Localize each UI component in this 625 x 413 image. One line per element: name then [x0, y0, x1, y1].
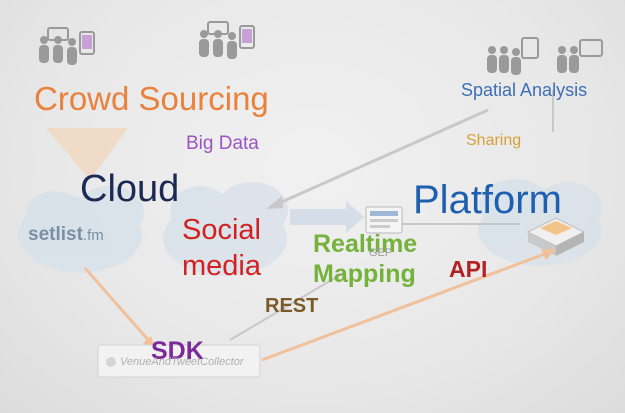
- collector-box: [97, 344, 261, 378]
- venue-tweet-collector-label: VenueAndTweetCollector: [120, 356, 244, 368]
- platform-label: Platform: [413, 178, 562, 222]
- spatial-analysis-label: Spatial Analysis: [461, 80, 588, 100]
- bigdata-people-icon: [199, 22, 254, 59]
- collector-icon: [106, 357, 116, 367]
- sharing-people-icon: [557, 39, 603, 73]
- cloud-label: Cloud: [80, 168, 180, 210]
- arrow-cloud-to-sdk: [83, 267, 155, 348]
- social-line2: media: [182, 250, 261, 282]
- arrow-sdk-to-platform: [261, 249, 556, 362]
- sharing-label: Sharing: [466, 132, 522, 149]
- big-data-label: Big Data: [186, 133, 259, 154]
- realtime-line1: Realtime: [313, 230, 418, 258]
- social-line1: Social: [182, 214, 261, 246]
- api-label: API: [449, 256, 488, 282]
- setlist-logo-main: setlist: [28, 224, 83, 245]
- platform-box-icon: [526, 217, 586, 256]
- realtime-mapping-label: Realtime Mapping: [313, 229, 417, 289]
- funnel-arrow: [46, 128, 128, 180]
- spatial-people-icon: [487, 37, 539, 75]
- gep-label: GEP: [369, 247, 393, 259]
- gep-screen-icon: [365, 206, 403, 234]
- crowd-people-icon: [39, 28, 94, 65]
- realtime-line2: Mapping: [313, 260, 416, 288]
- cloud-left-shape: [18, 186, 144, 273]
- sdk-label: SDK: [151, 337, 204, 365]
- setlist-fm-logo: setlist.fm: [28, 225, 104, 244]
- cloud-middle-shape: [163, 182, 288, 276]
- arrow-spatial-to-cloud: [266, 108, 489, 209]
- arrow-social-to-platform: [290, 201, 520, 233]
- setlist-logo-suffix: .fm: [82, 227, 104, 244]
- rest-label: REST: [265, 295, 319, 317]
- crowd-sourcing-label: Crowd Sourcing: [34, 80, 269, 117]
- social-media-label: Social media: [182, 212, 261, 284]
- connector-collector-to-realtime: [229, 271, 346, 341]
